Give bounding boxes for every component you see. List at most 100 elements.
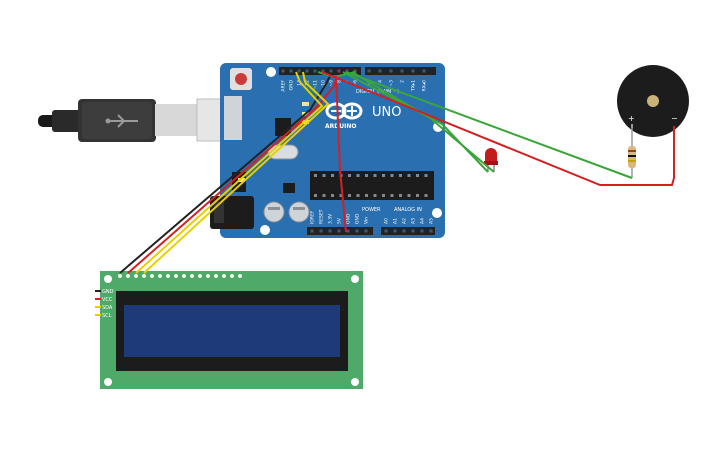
arduino-board[interactable]: ARDUINO UNO DIGITAL (PWM ~) POWER ANALOG… [210, 63, 445, 238]
analog-pin-label: A3 [411, 218, 417, 224]
pin-hole[interactable] [289, 69, 293, 73]
analog-pin-label: A2 [402, 218, 408, 224]
top-pin-label: ~11 [313, 80, 319, 90]
wire-green-buzzer [345, 71, 633, 179]
chip-pin [331, 194, 334, 197]
brand-label: ARDUINO [325, 123, 356, 130]
atmega-chip [310, 171, 434, 200]
analog-pin-label: A0 [384, 218, 390, 224]
lcd-pin [174, 274, 178, 278]
lcd-pin [126, 274, 130, 278]
chip-pin [373, 174, 377, 177]
reset-button[interactable] [230, 68, 252, 90]
top-pin-label: ~9 [329, 80, 335, 87]
pin-hole[interactable] [321, 69, 325, 73]
wire-lcd-scl [143, 71, 330, 274]
lcd-pin [142, 274, 146, 278]
lcd-pin-label: GND [102, 289, 114, 295]
top-pin-label: RX◂0 [422, 80, 428, 91]
pin-hole[interactable] [281, 69, 285, 73]
top-pin-label: 4 [378, 80, 384, 83]
top-pin-label: 2 [400, 80, 406, 83]
pin-hole[interactable] [337, 69, 341, 73]
wire-green-led-2 [351, 71, 495, 173]
pin-hole[interactable] [429, 229, 433, 233]
chip-pin [424, 174, 428, 177]
pin-hole[interactable] [313, 69, 317, 73]
analog-pin-label: A4 [420, 218, 426, 224]
chip-pin [390, 194, 394, 197]
top-pin-label: 8 [337, 80, 343, 83]
model-label: UNO [372, 105, 401, 120]
arduino-logo: ARDUINO UNO [325, 102, 401, 130]
usb-icon [105, 114, 138, 128]
chip-pin [331, 174, 334, 177]
wire-red-5v [335, 75, 347, 233]
pin-hole[interactable] [337, 229, 341, 233]
chip-pin [314, 194, 317, 197]
lcd-pin [118, 274, 122, 278]
chip-pin [373, 194, 377, 197]
top-pin-label: ~10 [321, 80, 327, 90]
piezo-buzzer[interactable]: + − [617, 65, 689, 137]
pin-hole[interactable] [353, 69, 357, 73]
pin-hole[interactable] [329, 69, 333, 73]
chip-pin [348, 194, 351, 197]
analog-pin-label: A1 [393, 218, 399, 224]
pin-hole[interactable] [367, 69, 371, 73]
top-pin-label: GND [289, 79, 295, 90]
pin-hole[interactable] [400, 69, 404, 73]
pin-hole[interactable] [328, 229, 332, 233]
pin-hole[interactable] [319, 229, 323, 233]
lcd-pin [214, 274, 218, 278]
pin-hole[interactable] [305, 69, 309, 73]
buzzer-minus-label: − [671, 114, 678, 123]
wires [119, 71, 675, 274]
power-header-label: POWER [362, 207, 381, 213]
pin-hole[interactable] [420, 229, 424, 233]
pin-hole[interactable] [389, 69, 393, 73]
power-pin-label: GND [355, 213, 361, 224]
pin-hole[interactable] [355, 229, 359, 233]
pin-hole[interactable] [310, 229, 314, 233]
lcd-pin [230, 274, 234, 278]
pin-hole[interactable] [378, 69, 382, 73]
chip-pin [314, 174, 317, 177]
top-pin-label: TX▸1 [411, 80, 417, 92]
chip-pin [382, 174, 385, 177]
pin-hole[interactable] [393, 229, 397, 233]
lcd-screen [124, 305, 340, 357]
pin-hole[interactable] [384, 229, 388, 233]
lcd-pin [158, 274, 162, 278]
chip-pin [339, 194, 343, 197]
wire-green-led [342, 71, 489, 173]
pin-hole[interactable] [411, 229, 415, 233]
wire-lcd-gnd [119, 75, 331, 274]
pin-hole[interactable] [364, 229, 368, 233]
pin-hole[interactable] [411, 69, 415, 73]
buzzer-plus-label: + [628, 114, 635, 123]
lcd-pin [222, 274, 226, 278]
lcd-pin-label: SDA [102, 305, 113, 311]
pin-hole[interactable] [346, 229, 350, 233]
top-pin-label: 12 [305, 80, 311, 86]
pin-hole[interactable] [422, 69, 426, 73]
chip-pin [416, 174, 419, 177]
chip-pin [399, 194, 402, 197]
usb-cable [38, 98, 238, 142]
pin-hole[interactable] [345, 69, 349, 73]
lcd-pin [238, 274, 242, 278]
chip-pin [407, 174, 411, 177]
lcd-pin [182, 274, 186, 278]
lcd-pin [206, 274, 210, 278]
pin-hole[interactable] [297, 69, 301, 73]
digital-header-label: DIGITAL (PWM ~) [356, 89, 399, 95]
pin-hole[interactable] [402, 229, 406, 233]
resistor[interactable] [628, 128, 636, 178]
chip-pin [322, 174, 326, 177]
